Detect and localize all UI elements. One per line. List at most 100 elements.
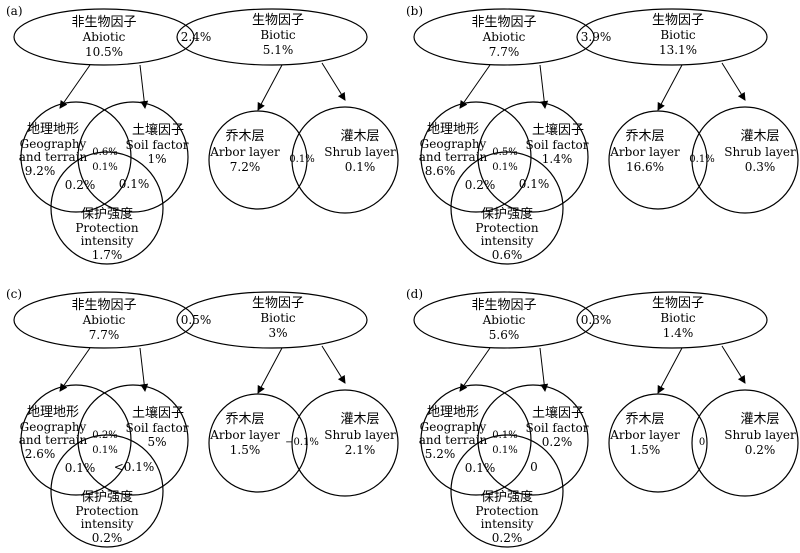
three-way-overlap-value: 0.1%: [492, 445, 517, 456]
arrow-to-geography: [459, 64, 491, 109]
geography-label-en-1: Geography: [420, 420, 487, 434]
protection-value: 0.6%: [492, 248, 523, 262]
biotic-value: 3%: [268, 326, 287, 340]
panel-c: (c)非生物因子Abiotic7.7%0.5%生物因子Biotic3%地理地形G…: [6, 287, 399, 548]
geography-soil-overlap-value: 0.5%: [492, 147, 517, 158]
geography-label-zh: 地理地形: [427, 122, 479, 137]
arrow-to-geography: [459, 347, 491, 392]
arbor-shrub-overlap-value: 0.1%: [689, 154, 714, 165]
abiotic-biotic-overlap-value: 3.9%: [581, 30, 612, 44]
panel-a: (a)非生物因子Abiotic10.5%2.4%生物因子Biotic5.1%地理…: [6, 4, 399, 265]
protection-circle: [50, 434, 164, 548]
biotic-value: 1.4%: [663, 326, 694, 340]
geography-protection-overlap-value: 0.2%: [465, 178, 496, 192]
protection-value: 0.2%: [92, 531, 123, 545]
abiotic-value: 7.7%: [489, 45, 520, 59]
arrow-to-shrub: [321, 345, 346, 384]
shrub-label-zh: 灌木层: [340, 129, 379, 144]
arbor-circle: [208, 110, 308, 210]
geography-label-en-1: Geography: [20, 137, 87, 151]
biotic-label-en: Biotic: [660, 28, 696, 42]
geography-protection-overlap-value: 0.2%: [65, 178, 96, 192]
shrub-label-zh: 灌木层: [740, 129, 779, 144]
abiotic-biotic-overlap-value: 2.4%: [181, 30, 212, 44]
soil-label-en: Soil factor: [525, 421, 588, 435]
arrow-to-soil: [139, 64, 149, 109]
soil-value: 0.2%: [542, 435, 573, 449]
abiotic-ellipse: [13, 291, 195, 349]
protection-label-zh: 保护强度: [481, 489, 533, 505]
soil-value: 1%: [147, 152, 166, 166]
arrow-to-soil: [139, 347, 149, 392]
biotic-label-en: Biotic: [260, 311, 296, 325]
protection-label-en-1: Protection: [475, 504, 539, 518]
geography-value: 2.6%: [25, 447, 56, 461]
soil-label-en: Soil factor: [125, 421, 188, 435]
protection-circle: [50, 151, 164, 265]
abiotic-ellipse: [413, 291, 595, 349]
geography-soil-overlap-value: 0.1%: [492, 430, 517, 441]
panel-label: (b): [406, 4, 423, 18]
protection-label-en-2: intensity: [481, 517, 534, 531]
geography-soil-overlap-value: 0.2%: [92, 430, 117, 441]
soil-circle: [77, 384, 189, 496]
geography-label-en-2: and terrain: [419, 433, 488, 447]
arrow-to-arbor: [657, 347, 683, 394]
biotic-ellipse: [176, 8, 368, 66]
shrub-circle: [691, 389, 799, 497]
arrow-to-arbor: [657, 64, 683, 111]
shrub-label-zh: 灌木层: [340, 412, 379, 427]
shrub-circle: [291, 106, 399, 214]
arrow-to-geography: [59, 347, 91, 392]
soil-label-zh: 土壤因子: [532, 405, 584, 421]
soil-circle: [477, 384, 589, 496]
biotic-label-zh: 生物因子: [652, 13, 704, 28]
arbor-label-en: Arbor layer: [609, 145, 680, 159]
soil-value: 5%: [147, 435, 166, 449]
panel-label: (c): [6, 287, 22, 301]
protection-value: 0.2%: [492, 531, 523, 545]
arrow-to-shrub: [721, 62, 746, 101]
abiotic-label-en: Abiotic: [82, 30, 126, 44]
arbor-label-zh: 乔木层: [625, 412, 664, 427]
geography-label-en-1: Geography: [20, 420, 87, 434]
protection-circle: [450, 434, 564, 548]
arrow-to-soil: [539, 347, 549, 392]
abiotic-label-zh: 非生物因子: [471, 298, 536, 313]
arbor-shrub-overlap-value: −0.1%: [285, 437, 319, 448]
abiotic-label-en: Abiotic: [482, 30, 526, 44]
abiotic-ellipse: [413, 8, 595, 66]
abiotic-value: 10.5%: [85, 45, 123, 59]
arbor-circle: [608, 393, 708, 493]
shrub-label-en: Shrub layer: [324, 428, 396, 442]
biotic-label-zh: 生物因子: [252, 296, 304, 311]
shrub-circle: [691, 106, 799, 214]
arbor-label-zh: 乔木层: [225, 129, 264, 144]
abiotic-label-en: Abiotic: [82, 313, 126, 327]
shrub-label-en: Shrub layer: [324, 145, 396, 159]
shrub-circle: [291, 389, 399, 497]
arbor-label-en: Arbor layer: [209, 428, 280, 442]
soil-circle: [77, 101, 189, 213]
biotic-ellipse: [176, 291, 368, 349]
arbor-label-zh: 乔木层: [625, 129, 664, 144]
arbor-shrub-overlap-value: 0: [699, 437, 705, 448]
geography-label-zh: 地理地形: [27, 122, 79, 137]
panel-d: (d)非生物因子Abiotic5.6%0.3%生物因子Biotic1.4%地理地…: [406, 287, 799, 548]
arbor-shrub-overlap-value: 0.1%: [289, 154, 314, 165]
protection-label-zh: 保护强度: [81, 489, 133, 505]
panel-label: (d): [406, 287, 423, 301]
protection-label-en-1: Protection: [75, 504, 139, 518]
arbor-label-en: Arbor layer: [609, 428, 680, 442]
biotic-value: 5.1%: [263, 43, 294, 57]
soil-label-zh: 土壤因子: [532, 122, 584, 138]
shrub-value: 2.1%: [345, 443, 376, 457]
protection-value: 1.7%: [92, 248, 123, 262]
abiotic-value: 7.7%: [89, 328, 120, 342]
abiotic-label-en: Abiotic: [482, 313, 526, 327]
biotic-label-zh: 生物因子: [252, 13, 304, 28]
soil-protection-overlap-value: 0: [530, 460, 538, 474]
geography-label-en-1: Geography: [420, 137, 487, 151]
geography-value: 9.2%: [25, 164, 56, 178]
arbor-value: 7.2%: [230, 160, 261, 174]
